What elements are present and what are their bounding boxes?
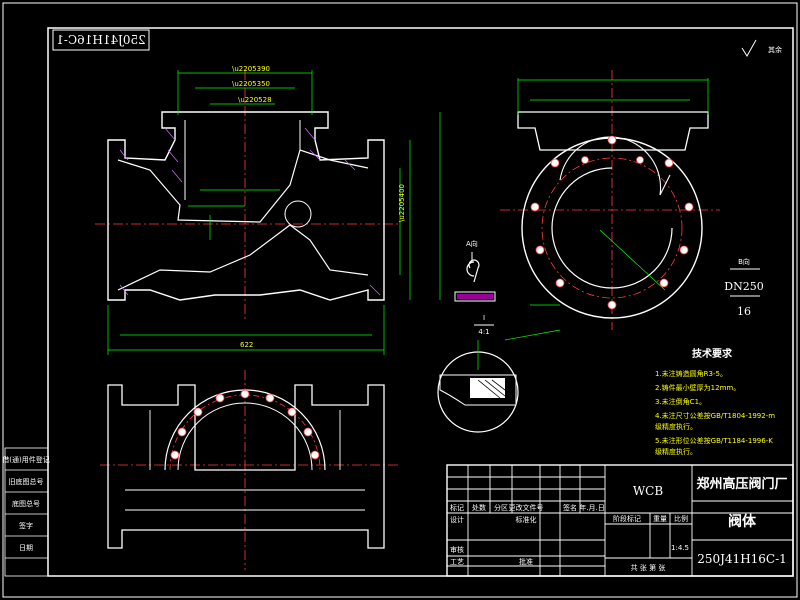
strip-item-3: 底图总号 <box>12 499 40 508</box>
a-view-label: A向 <box>466 239 478 248</box>
b-view-label: B向 <box>738 257 750 266</box>
tb-h2: 分区 <box>494 503 508 512</box>
svg-text:\u2205390: \u2205390 <box>232 65 270 73</box>
roughness-mark: 其余 <box>741 39 782 57</box>
title-block-text: WCB 郑州高压阀门厂 阀体 250J41H16C-1 1:4.5 共 张 第 … <box>450 476 788 572</box>
title-block <box>446 464 794 577</box>
plan-view <box>100 370 400 570</box>
tb-r4: 批准 <box>519 557 533 566</box>
tb-h5: 年.月.日 <box>579 503 604 512</box>
rough-text: 其余 <box>768 45 782 54</box>
tech-item-4: 4.未注尺寸公差按GB/T1804-1992-m <box>655 411 775 420</box>
svg-text:\u2205350: \u2205350 <box>232 80 270 88</box>
tech-item-6: 5.未注形位公差按GB/T1184-1996-K <box>655 436 773 445</box>
tech-item-3: 3.未注倒角C1。 <box>655 397 706 406</box>
detail-i: I 4:1 <box>437 314 561 433</box>
tech-item-5: 级精度执行。 <box>655 422 697 431</box>
front-view: \u2205390 \u2205350 \u220528 622 \u22054… <box>95 65 441 355</box>
a-view-detail: A向 <box>454 239 496 302</box>
left-strip <box>4 447 49 577</box>
tb-h4: 签名 <box>563 503 577 512</box>
stamp-code: 250J41H16C-1 <box>56 33 146 47</box>
svg-text:\u2205400: \u2205400 <box>398 184 406 222</box>
tb-h0: 标记 <box>450 503 464 512</box>
tech-item-7: 级精度执行。 <box>655 447 697 456</box>
inner-border <box>47 27 794 577</box>
b-dn: DN250 <box>724 280 763 293</box>
tb-r2: 审核 <box>450 545 464 554</box>
tb-r3: 工艺 <box>450 558 464 566</box>
tech-item-1: 1.未注铸造圆角R3-5。 <box>655 369 727 378</box>
strip-item-2: 旧底图总号 <box>9 477 44 486</box>
tb-h1: 处数 <box>472 503 486 512</box>
strip-item-1: 借(通)用件登记 <box>2 455 49 464</box>
detail-scale: 4:1 <box>478 328 489 336</box>
detail-label: I <box>483 314 485 322</box>
tech-item-2: 2.铸件最小壁厚为12mm。 <box>655 383 740 392</box>
tb-part-name: 阀体 <box>728 513 757 530</box>
svg-text:622: 622 <box>240 341 253 349</box>
tb-r1: 标准化 <box>516 515 537 524</box>
tb-r0: 设计 <box>450 515 464 524</box>
side-view <box>500 70 720 330</box>
tb-s2: 比例 <box>674 514 688 523</box>
tech-heading: 技术要求 <box>692 347 733 360</box>
strip-item-5: 日期 <box>19 544 33 552</box>
svg-text:\u220528: \u220528 <box>238 96 272 104</box>
tb-scale: 1:4.5 <box>671 544 689 552</box>
tb-company: 郑州高压阀门厂 <box>696 476 787 492</box>
left-strip-text: 借(通)用件登记 旧底图总号 底图总号 签字 日期 <box>2 455 49 552</box>
mirrored-stamp: 250J41H16C-1 <box>52 29 150 51</box>
tb-h3: 更改文件号 <box>509 503 544 512</box>
tb-s0: 阶段标记 <box>613 514 641 523</box>
tech-requirements: 技术要求 1.未注铸造圆角R3-5。 2.铸件最小壁厚为12mm。 3.未注倒角… <box>655 347 775 456</box>
b-view-note: B向 DN250 16 <box>724 257 763 318</box>
strip-item-4: 签字 <box>19 521 33 530</box>
tb-drawing-no: 250J41H16C-1 <box>697 552 787 566</box>
tb-sheet: 共 张 第 张 <box>631 563 666 572</box>
b-pn: 16 <box>737 305 751 318</box>
tb-s1: 重量 <box>653 515 667 523</box>
tb-material: WCB <box>633 484 664 498</box>
